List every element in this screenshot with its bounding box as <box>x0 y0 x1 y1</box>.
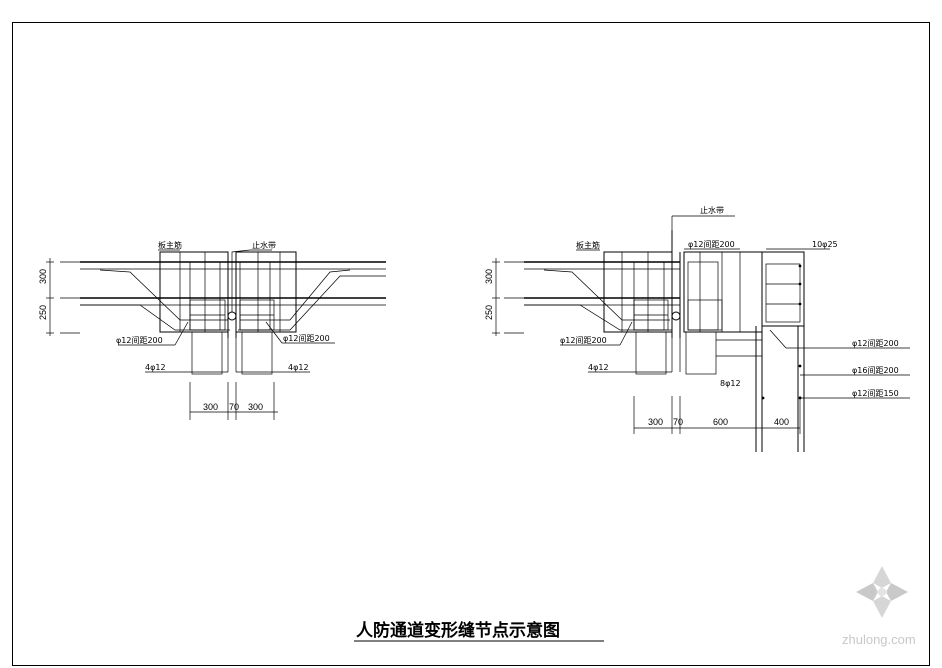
left-waterstop-icon <box>227 311 237 321</box>
right-label-bottom-left: 4φ12 <box>588 363 609 372</box>
right-label-main-bar: 板主筋 <box>576 240 600 250</box>
drawing-title: 人防通道变形缝节点示意图 <box>356 620 560 641</box>
left-dim-300: 300 <box>38 269 48 284</box>
left-label-waterstop: 止水带 <box>252 240 276 250</box>
right-dim-bottom-d: 400 <box>774 417 789 427</box>
left-dim-bottom-c: 300 <box>248 402 263 412</box>
right-dim-300: 300 <box>484 269 494 284</box>
drawing-frame <box>12 22 930 666</box>
right-label-rebar-r3: φ12间距150 <box>852 389 899 398</box>
left-label-rebar-right: φ12间距200 <box>283 334 330 343</box>
left-label-bottom-left: 4φ12 <box>145 363 166 372</box>
right-dim-bottom-c: 600 <box>713 417 728 427</box>
right-label-rebar-left: φ12间距200 <box>560 336 607 345</box>
right-dim-bottom-a: 300 <box>648 417 663 427</box>
right-waterstop-icon <box>671 311 681 321</box>
left-detail: 300 250 板主筋 止水带 <box>38 240 386 420</box>
right-dim-bottom-b: 70 <box>673 417 683 427</box>
right-label-top-right: 10φ25 <box>812 240 838 249</box>
left-label-rebar-left: φ12间距200 <box>116 336 163 345</box>
right-label-bottom-mid: 8φ12 <box>720 379 741 388</box>
left-label-main-bar: 板主筋 <box>158 240 182 250</box>
watermark-text: zhulong.com <box>842 632 916 647</box>
right-label-rebar-top: φ12间距200 <box>688 240 735 249</box>
watermark-logo-icon <box>856 566 908 618</box>
left-dim-250: 250 <box>38 305 48 320</box>
right-label-waterstop: 止水带 <box>700 205 724 215</box>
left-dim-bottom-b: 70 <box>229 402 239 412</box>
left-dim-bottom-a: 300 <box>203 402 218 412</box>
right-label-rebar-r1: φ12间距200 <box>852 339 899 348</box>
left-label-bottom-right: 4φ12 <box>288 363 309 372</box>
right-detail: 300 250 <box>484 205 910 452</box>
right-dim-250: 250 <box>484 305 494 320</box>
right-label-rebar-r2: φ16间距200 <box>852 366 899 375</box>
